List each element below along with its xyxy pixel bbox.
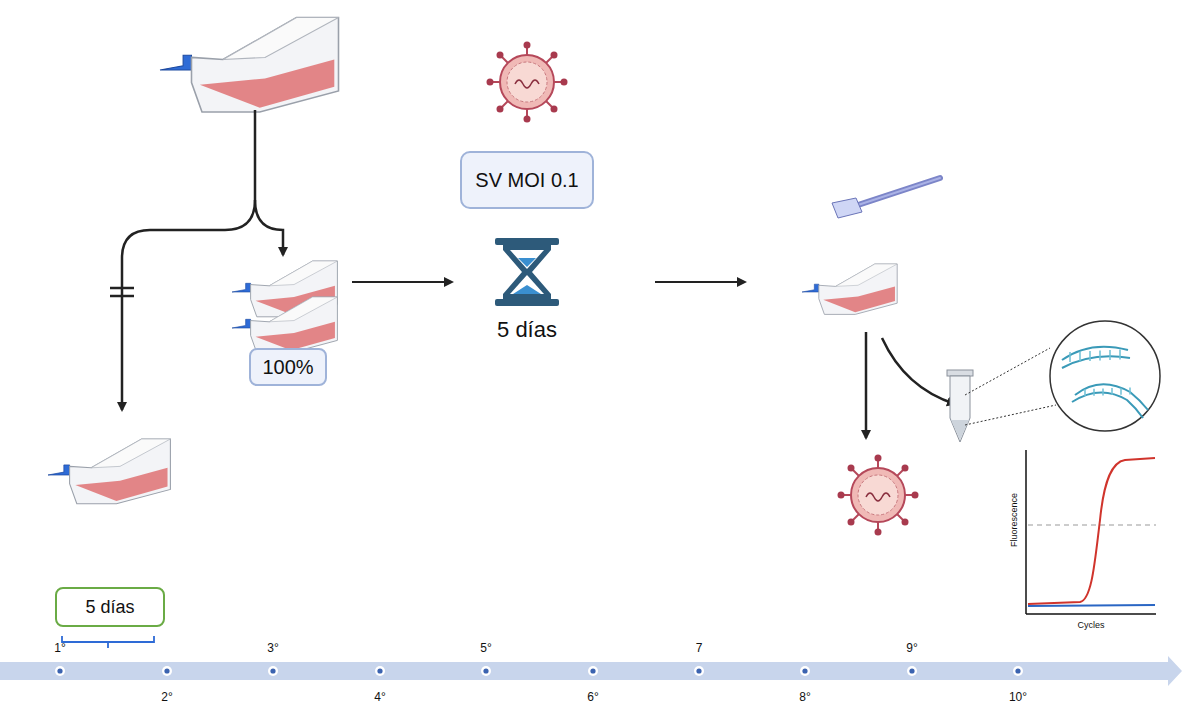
box-text: 5 días	[85, 597, 134, 618]
box-text: SV MOI 0.1	[475, 169, 578, 192]
timeline-step: 5°	[480, 641, 491, 655]
infection-box: SV MOI 0.1	[460, 151, 594, 209]
timeline-step: 2°	[161, 690, 172, 704]
timeline-step: 8°	[799, 690, 810, 704]
axis-label: Fluorescence	[1009, 493, 1019, 547]
axis-label: Cycles	[1077, 620, 1104, 630]
timeline-step: 1°	[54, 641, 65, 655]
duration-label: 5 días	[497, 317, 557, 343]
timeline-step: 7	[696, 641, 703, 655]
timeline-step: 4°	[374, 690, 385, 704]
timeline-step: 3°	[267, 641, 278, 655]
box-text: 100%	[262, 356, 313, 379]
timeline-step: 6°	[587, 690, 598, 704]
confluence-box: 100%	[249, 348, 327, 386]
timeline-step: 9°	[906, 641, 917, 655]
timeline-step: 10°	[1009, 690, 1027, 704]
duration-box: 5 días	[55, 587, 165, 627]
